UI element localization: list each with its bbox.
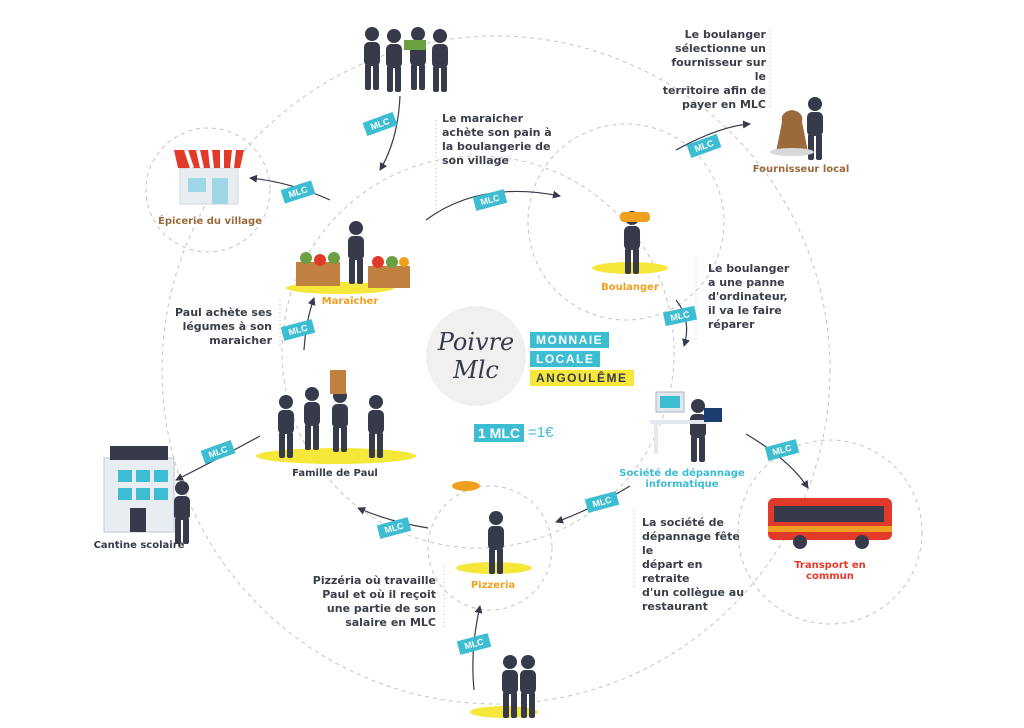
- arrow-pizzeria-to-famille: [357, 507, 429, 529]
- mlc-badge-label: MLC: [479, 193, 501, 208]
- label-maraicher: Maraîcher: [321, 296, 379, 307]
- mlc-badge-boulanger-depannage: MLC: [662, 305, 698, 327]
- ground-ovals: [256, 262, 668, 718]
- arrow-maraicher-to-epicerie: [249, 174, 331, 201]
- mlc-badge-couple-pizzeria: MLC: [456, 633, 492, 655]
- note-depannage: La société de dépannage fête le départ e…: [642, 516, 745, 613]
- mlc-badge-label: MLC: [287, 323, 309, 338]
- label-transport: Transport en commun: [794, 560, 866, 582]
- sack-icon: [770, 110, 814, 156]
- outer-dashed-circle: [161, 35, 831, 705]
- dashed-circles: [145, 35, 923, 705]
- people-illustrations: [278, 27, 823, 718]
- mlc-badge-depannage-pizzeria: MLC: [584, 491, 620, 513]
- note-boulanger-fournisseur: Le boulanger sélectionne un fournisseur …: [662, 28, 766, 111]
- note-paul: Paul achète ses légumes à son maraicher: [175, 306, 272, 347]
- vegetable-crates-icon: [296, 252, 410, 288]
- label-pizzeria: Pizzeria: [470, 580, 516, 591]
- epicerie-shop-icon: [174, 149, 244, 205]
- school-building-icon: [103, 446, 190, 544]
- label-boulanger: Boulanger: [601, 282, 659, 293]
- brand-city: ANGOULÊME: [530, 370, 634, 386]
- label-famille: Famille de Paul: [292, 468, 378, 479]
- brand-monnaie: MONNAIE: [530, 332, 610, 348]
- poivre-mlc-logo: Poivre Mlc: [426, 306, 526, 406]
- inner-dashed-circle: [281, 155, 675, 549]
- pizzeria-person-icon: [452, 481, 504, 574]
- rate-value: =1€: [528, 424, 554, 441]
- famille-paul-icon: [278, 370, 384, 458]
- mlc-badge-group-maraicher: MLC: [362, 111, 398, 137]
- brand-block: MONNAIE LOCALE ANGOULÊME: [530, 332, 650, 388]
- mlc-badges: MLC MLC MLC MLC MLC MLC MLC MLC MLC MLC …: [200, 111, 800, 655]
- pizzeria-dashed-circle: [427, 485, 553, 611]
- boulanger-dashed-circle: [527, 123, 725, 321]
- epicerie-dashed-circle: [145, 127, 271, 253]
- logo-line-2: Mlc: [452, 356, 499, 384]
- transport-dashed-circle: [737, 439, 923, 625]
- rate-badge: 1 MLC: [474, 424, 524, 442]
- note-maraicher: Le maraicher achète son pain à la boulan…: [442, 112, 552, 167]
- note-connectors: [279, 30, 771, 630]
- label-epicerie: Épicerie du village: [158, 216, 262, 227]
- mlc-badge-label: MLC: [771, 443, 793, 458]
- label-cantine: Cantine scolaire: [93, 540, 185, 551]
- mlc-badge-pizzeria-famille: MLC: [376, 517, 412, 539]
- mlc-badge-maraicher-epicerie: MLC: [280, 180, 316, 204]
- mlc-badge-label: MLC: [591, 495, 613, 510]
- note-pizzeria: Pizzéria où travaille Paul et où il reço…: [312, 574, 436, 629]
- arrow-group-to-maraicher: [379, 95, 401, 171]
- arrow-boulanger-to-fournisseur: [675, 120, 751, 151]
- bus-icon: [768, 498, 892, 549]
- mlc-badge-famille-cantine: MLC: [200, 439, 236, 465]
- label-depannage: Société de dépannage informatique: [619, 468, 745, 490]
- arrow-depannage-to-transport: [745, 433, 809, 489]
- mlc-badge-depannage-transport: MLC: [764, 439, 800, 461]
- mlc-badge-maraicher-boulanger: MLC: [472, 189, 508, 211]
- logo-line-1: Poivre: [437, 328, 515, 356]
- label-fournisseur: Fournisseur local: [752, 164, 850, 175]
- mlc-badge-label: MLC: [669, 309, 691, 323]
- mlc-badge-label: MLC: [463, 637, 485, 652]
- boulanger-person-icon: [620, 211, 650, 274]
- mlc-badge-famille-maraicher: MLC: [280, 319, 316, 341]
- mlc-badge-label: MLC: [383, 521, 405, 536]
- brand-locale: LOCALE: [530, 351, 601, 367]
- office-desk-icon: [650, 391, 722, 454]
- mlc-badge-boulanger-fournisseur: MLC: [686, 133, 722, 159]
- group-of-four-icon: [364, 27, 448, 92]
- note-boulanger-panne: Le boulanger a une panne d'ordinateur, i…: [708, 262, 790, 331]
- depannage-person-icon: [690, 399, 706, 462]
- maraicher-person-icon: [348, 221, 364, 284]
